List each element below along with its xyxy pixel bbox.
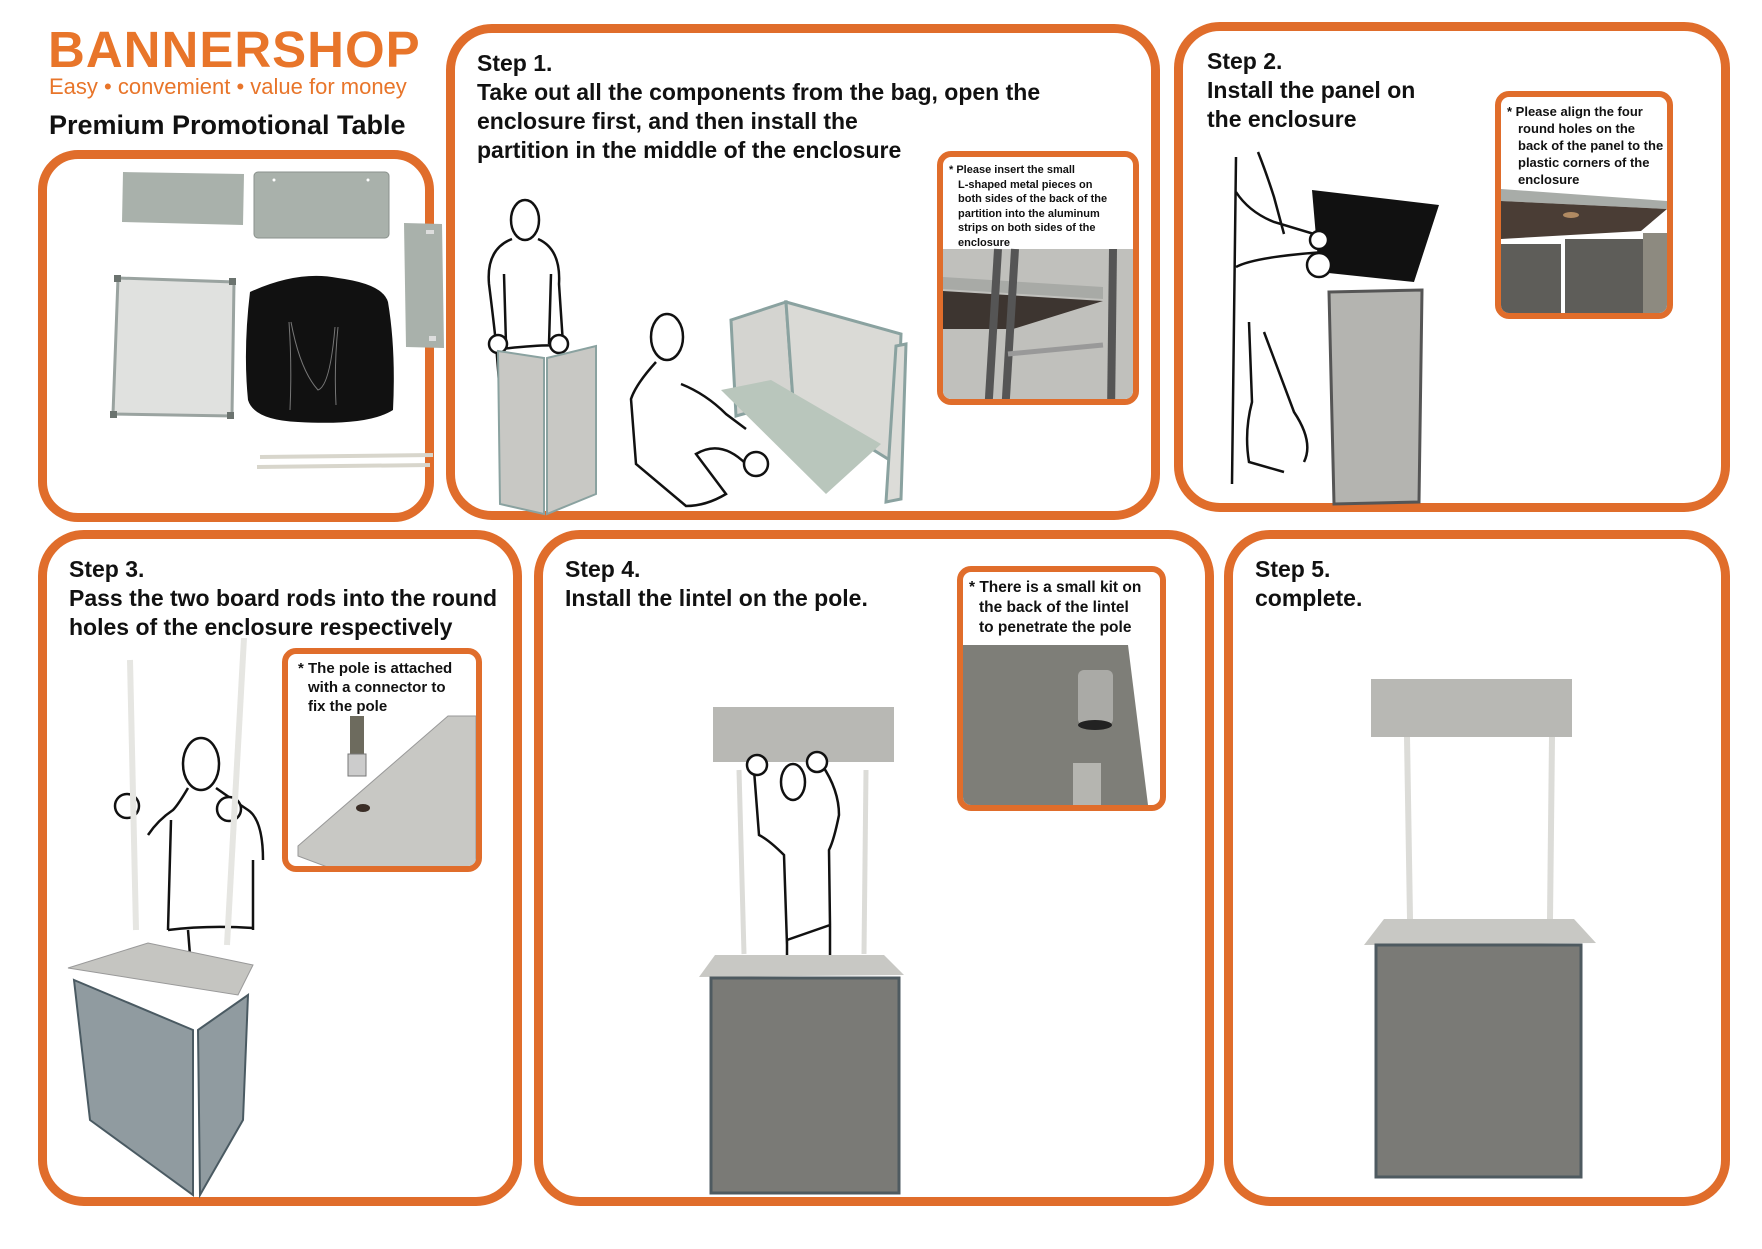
step-1-illustration xyxy=(487,198,908,516)
components-illustration xyxy=(110,171,444,469)
step-2-illustration xyxy=(1230,151,1439,506)
step-1-note-line: L-shaped metal pieces on xyxy=(958,178,1093,191)
lintel-board-image xyxy=(122,172,244,225)
step-2-note-line: back of the panel to the xyxy=(1518,138,1664,153)
step-4-illustration xyxy=(699,707,904,1195)
step-3-note-line: with a connector to xyxy=(308,679,446,696)
table-image xyxy=(699,955,904,1195)
lintel-image xyxy=(713,707,894,762)
step-5-text-line: complete. xyxy=(1255,585,1363,611)
page-title: Premium Promotional Table xyxy=(49,110,406,140)
lintel-image xyxy=(1371,679,1572,737)
step-2-note-line: enclosure xyxy=(1518,172,1580,187)
table-image xyxy=(67,942,254,1199)
step-5-number: Step 5. xyxy=(1255,556,1331,582)
enclosure-image xyxy=(110,275,236,419)
step-3-illustration xyxy=(67,637,265,1199)
step-1-note-line: strips on both sides of the xyxy=(958,222,1096,234)
step-3-panel: Step 3. Pass the two board rods into the… xyxy=(38,530,522,1206)
step-2-note-line: round holes on the xyxy=(1518,121,1635,136)
step-4-number: Step 4. xyxy=(565,556,641,582)
step-3-text-line: Pass the two board rods into the round xyxy=(69,585,498,611)
step-1-text-line: partition in the middle of the enclosure xyxy=(477,137,902,163)
brand-logo: BANNERSHOP xyxy=(48,21,421,78)
step-5-panel: Step 5. complete. xyxy=(1224,530,1730,1206)
step-4-note-line: the back of the lintel xyxy=(979,599,1129,616)
step-2-note-line: * Please align the four xyxy=(1507,104,1643,119)
step-3-text-line: holes of the enclosure respectively xyxy=(69,614,453,640)
step-3-number: Step 3. xyxy=(69,556,145,582)
step-2-number: Step 2. xyxy=(1207,48,1283,74)
step-1-text-line: Take out all the components from the bag… xyxy=(477,79,1041,105)
step-1-note-line: both sides of the back of the xyxy=(958,193,1108,205)
step-4-panel: Step 4. Install the lintel on the pole. … xyxy=(534,530,1214,1206)
open-enclosure-image xyxy=(721,299,908,504)
folded-enclosure-image xyxy=(496,344,597,516)
table-image xyxy=(1364,919,1596,1179)
step-1-note-line: enclosure xyxy=(958,236,1010,249)
step-4-note-line: to penetrate the pole xyxy=(979,619,1132,636)
step-4-text-line: Install the lintel on the pole. xyxy=(565,585,868,611)
step-1-text-line: enclosure first, and then install the xyxy=(477,108,858,134)
step-2-panel: Step 2. Install the panel on the enclosu… xyxy=(1174,22,1730,512)
step-1-detail-image xyxy=(943,248,1133,399)
table-top-panel-image xyxy=(253,171,390,239)
carry-bag-image xyxy=(245,275,394,423)
components-panel xyxy=(38,150,444,522)
poles-image xyxy=(256,453,434,469)
step-1-number: Step 1. xyxy=(477,50,553,76)
step-3-detail-image xyxy=(297,715,476,866)
step-1-note-line: partition into the aluminum xyxy=(958,207,1100,220)
step-2-note-line: plastic corners of the xyxy=(1518,155,1650,170)
partition-image xyxy=(404,223,444,348)
step-2-note-inset: * Please align the four round holes on t… xyxy=(1495,91,1673,319)
step-2-text-line: Install the panel on xyxy=(1207,77,1416,103)
step-2-detail-image xyxy=(1501,189,1667,313)
brand-tagline: Easy • convemient • value for money xyxy=(49,74,407,99)
step-1-panel: Step 1. Take out all the components from… xyxy=(446,24,1160,520)
step-1-note-line: * Please insert the small xyxy=(949,164,1075,176)
step-5-illustration xyxy=(1364,679,1596,1179)
step-4-note-line: * There is a small kit on xyxy=(969,579,1142,596)
step-4-note-inset: * There is a small kit on the back of th… xyxy=(957,566,1166,811)
step-3-note-line: * The pole is attached xyxy=(298,660,453,677)
step-1-note-inset: * Please insert the small L-shaped metal… xyxy=(937,151,1139,405)
step-3-note-line: fix the pole xyxy=(308,698,388,715)
enclosure-image xyxy=(1327,288,1424,506)
step-3-note-inset: * The pole is attached with a connector … xyxy=(282,648,482,872)
step-4-detail-image xyxy=(963,645,1148,805)
step-2-text-line: the enclosure xyxy=(1207,106,1357,132)
